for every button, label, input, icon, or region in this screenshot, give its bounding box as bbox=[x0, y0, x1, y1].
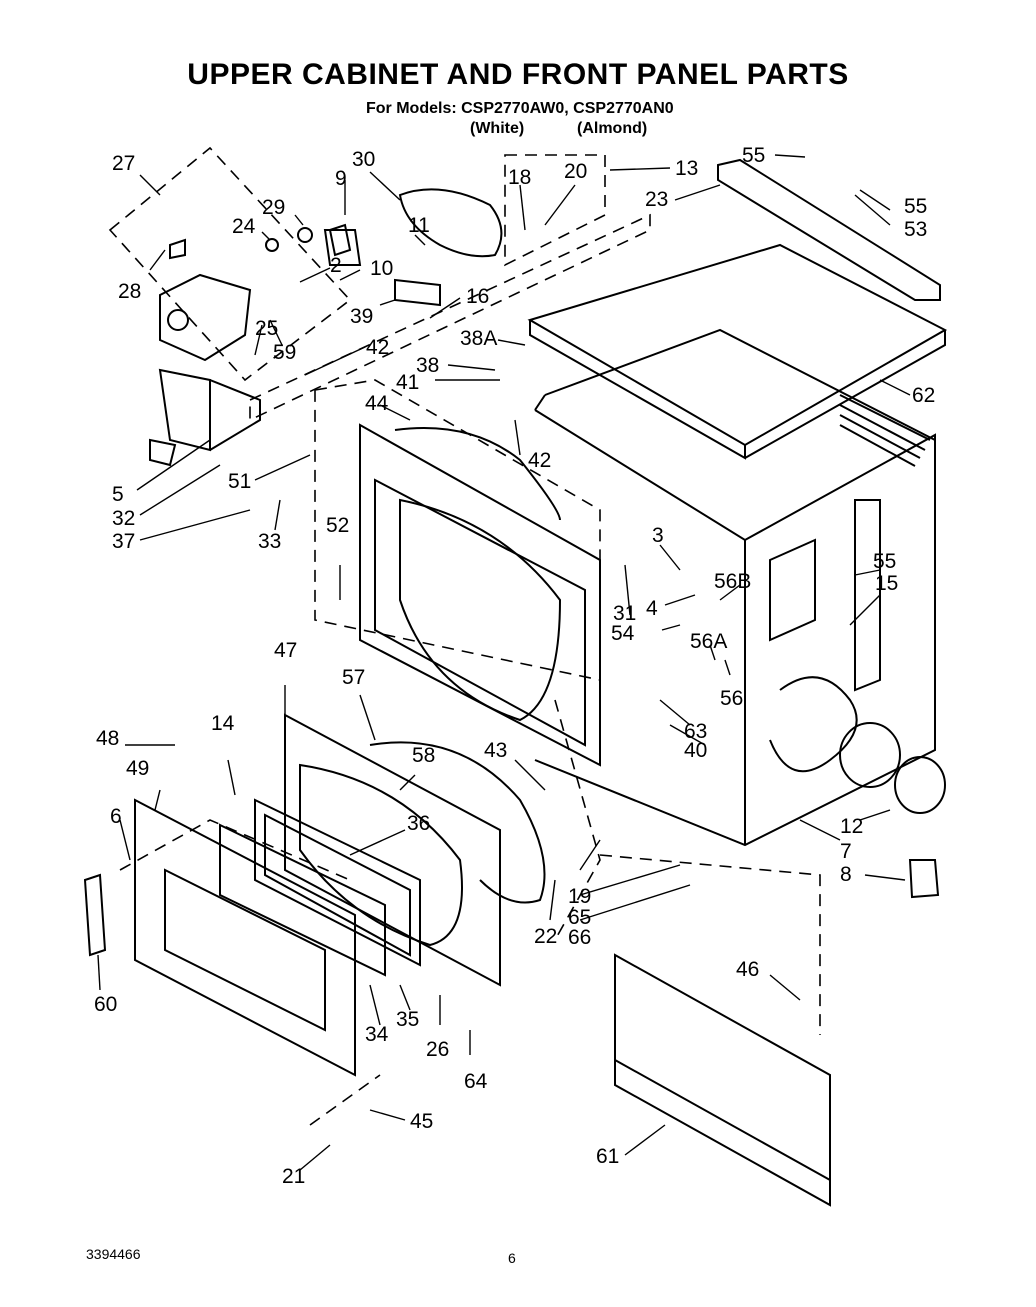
callout-leaders bbox=[97, 154, 911, 1171]
callout-label: 55 bbox=[904, 195, 927, 218]
callout-label: 46 bbox=[736, 958, 759, 981]
callout-label: 42 bbox=[528, 449, 551, 472]
callout-label: 56 bbox=[720, 687, 743, 710]
callout-label: 52 bbox=[326, 514, 349, 537]
callout-label: 20 bbox=[564, 160, 587, 183]
callout-label: 33 bbox=[258, 530, 281, 553]
callout-label: 14 bbox=[211, 712, 235, 735]
callout-label: 35 bbox=[396, 1008, 419, 1031]
callout-label: 61 bbox=[596, 1145, 619, 1168]
door-handle bbox=[83, 873, 107, 957]
variant-almond: (Almond) bbox=[577, 120, 648, 137]
callout-label: 6 bbox=[110, 805, 122, 828]
callout-label: 21 bbox=[282, 1165, 305, 1188]
motor-bracket bbox=[149, 368, 261, 467]
callout-label: 7 bbox=[840, 840, 852, 863]
door-inner-panel bbox=[284, 713, 501, 987]
callout-label: 49 bbox=[126, 757, 149, 780]
callout-label: 38A bbox=[460, 327, 497, 350]
callout-label: 8 bbox=[840, 863, 852, 886]
callout-label: 44 bbox=[365, 392, 389, 415]
callout-label: 9 bbox=[335, 167, 347, 190]
page-title: UPPER CABINET AND FRONT PANEL PARTS bbox=[187, 58, 849, 91]
door-seal bbox=[369, 741, 546, 904]
callout-label: 55 bbox=[873, 550, 896, 573]
callout-label: 12 bbox=[840, 815, 863, 838]
page-number: 6 bbox=[508, 1250, 516, 1266]
callout-label: 53 bbox=[904, 218, 927, 241]
callout-label: 66 bbox=[568, 926, 591, 949]
callout-label: 27 bbox=[112, 152, 135, 175]
callout-label: 10 bbox=[370, 257, 393, 280]
callout-label: 11 bbox=[408, 214, 430, 237]
callout-labels: 27 30 9 18 20 13 55 23 29 24 28 2 11 10 … bbox=[94, 144, 935, 1188]
cabinet-top-panel bbox=[527, 243, 948, 460]
callout-label: 16 bbox=[466, 285, 489, 308]
callout-label: 29 bbox=[262, 196, 285, 219]
callout-label: 28 bbox=[118, 280, 141, 303]
callout-label: 4 bbox=[646, 597, 658, 620]
callout-label: 42 bbox=[366, 336, 389, 359]
callout-label: 47 bbox=[274, 639, 297, 662]
callout-label: 25 bbox=[255, 317, 278, 340]
outer-door bbox=[134, 798, 356, 1077]
callout-label: 24 bbox=[232, 215, 256, 238]
callout-label: 23 bbox=[645, 188, 668, 211]
callout-label: 57 bbox=[342, 666, 365, 689]
callout-label: 64 bbox=[464, 1070, 488, 1093]
callout-label: 18 bbox=[508, 166, 531, 189]
drive-belt bbox=[398, 188, 503, 258]
callout-label: 63 bbox=[684, 720, 707, 743]
callout-label: 31 bbox=[613, 602, 636, 625]
callout-label: 45 bbox=[410, 1110, 433, 1133]
callout-label: 36 bbox=[407, 812, 430, 835]
callout-label: 39 bbox=[350, 305, 373, 328]
callout-label: 34 bbox=[365, 1023, 389, 1046]
toe-panel bbox=[614, 953, 831, 1207]
callout-label: 48 bbox=[96, 727, 119, 750]
cabinet-body bbox=[534, 328, 936, 847]
callout-label: 30 bbox=[352, 148, 375, 171]
callout-label: 59 bbox=[273, 341, 296, 364]
callout-label: 38 bbox=[416, 354, 439, 377]
front-panel bbox=[359, 423, 601, 767]
callout-label: 58 bbox=[412, 744, 435, 767]
callout-label: 60 bbox=[94, 993, 117, 1016]
callout-label: 41 bbox=[396, 371, 419, 394]
idler-assembly bbox=[323, 229, 441, 307]
callout-label: 15 bbox=[875, 572, 898, 595]
callout-label: 62 bbox=[912, 384, 935, 407]
callout-label: 43 bbox=[484, 739, 507, 762]
drive-motor bbox=[159, 223, 352, 362]
callout-label: 51 bbox=[228, 470, 251, 493]
callout-label: 40 bbox=[684, 739, 707, 762]
callout-label: 56A bbox=[690, 630, 727, 653]
top-rear-rail bbox=[717, 158, 941, 301]
callout-label: 5 bbox=[112, 483, 124, 506]
door-glass-assembly bbox=[219, 798, 421, 977]
callout-label: 13 bbox=[675, 157, 698, 180]
callout-label: 22 bbox=[534, 925, 557, 948]
callout-label: 3 bbox=[652, 524, 664, 547]
callout-label: 54 bbox=[611, 622, 635, 645]
document-code: 3394466 bbox=[86, 1246, 141, 1262]
callout-label: 56B bbox=[714, 570, 751, 593]
models-line: For Models: CSP2770AW0, CSP2770AN0 bbox=[366, 100, 674, 117]
callout-label: 2 bbox=[330, 254, 342, 277]
callout-label: 19 bbox=[568, 885, 591, 908]
callout-label: 32 bbox=[112, 507, 135, 530]
callout-label: 26 bbox=[426, 1038, 449, 1061]
callout-label: 37 bbox=[112, 530, 135, 553]
drum-bearing bbox=[894, 756, 946, 814]
leveling-leg bbox=[908, 859, 940, 899]
callout-label: 65 bbox=[568, 906, 591, 929]
variant-white: (White) bbox=[470, 120, 525, 137]
callout-label: 55 bbox=[742, 144, 765, 167]
